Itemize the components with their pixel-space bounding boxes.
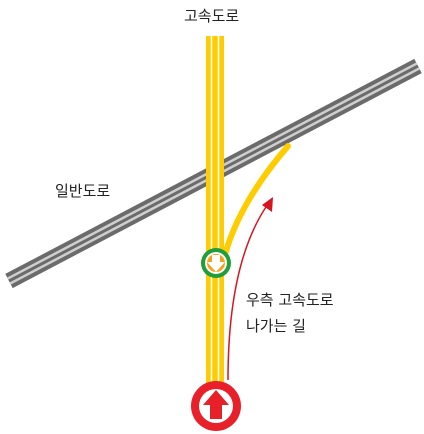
highway [206,36,224,400]
up-arrow-icon [203,390,229,419]
route-arrow-line [227,203,269,381]
exit-ramp [221,143,291,261]
exit-marker [201,248,231,278]
start-marker [191,381,241,431]
route-arrowhead [262,197,273,212]
exit-label-line2: 나가는 길 [246,317,306,335]
down-arrow-icon [207,255,225,272]
exit-label-line1: 우측 고속도로 [246,291,334,309]
highway-label: 고속도로 [184,7,240,25]
general-road-label: 일반도로 [55,182,111,200]
